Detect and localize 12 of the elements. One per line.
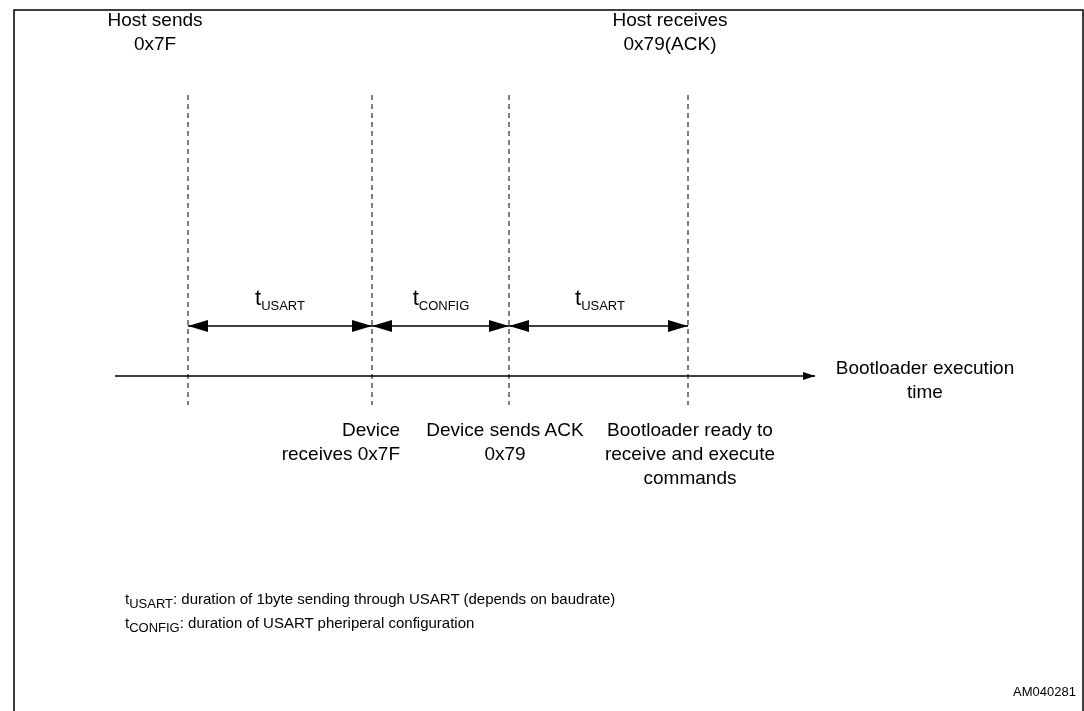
event-label: Bootloader ready to receive and execute commands — [603, 418, 777, 490]
event-label: Device sends ACK 0x79 — [425, 418, 585, 466]
duration-label: t$_{USART}$ — [254, 286, 306, 316]
event-label: Host receives 0x79(ACK) — [611, 8, 729, 56]
duration-label: t$_{CONFIG}$ — [411, 286, 471, 316]
event-label: Device receives 0x7F — [280, 418, 400, 466]
duration-label: t$_{USART}$ — [574, 286, 626, 316]
event-label: Host sends 0x7F — [106, 8, 204, 56]
note-text: t$_{USART}$: duration of 1byte sending through USART (depends on baudrate) — [125, 589, 616, 613]
axis-label: Bootloader execution time — [834, 356, 1016, 404]
figure-id: AM040281 — [1012, 683, 1076, 701]
note-text: t$_{CONFIG}$: duration of USART pheriperal configuration — [125, 613, 475, 637]
